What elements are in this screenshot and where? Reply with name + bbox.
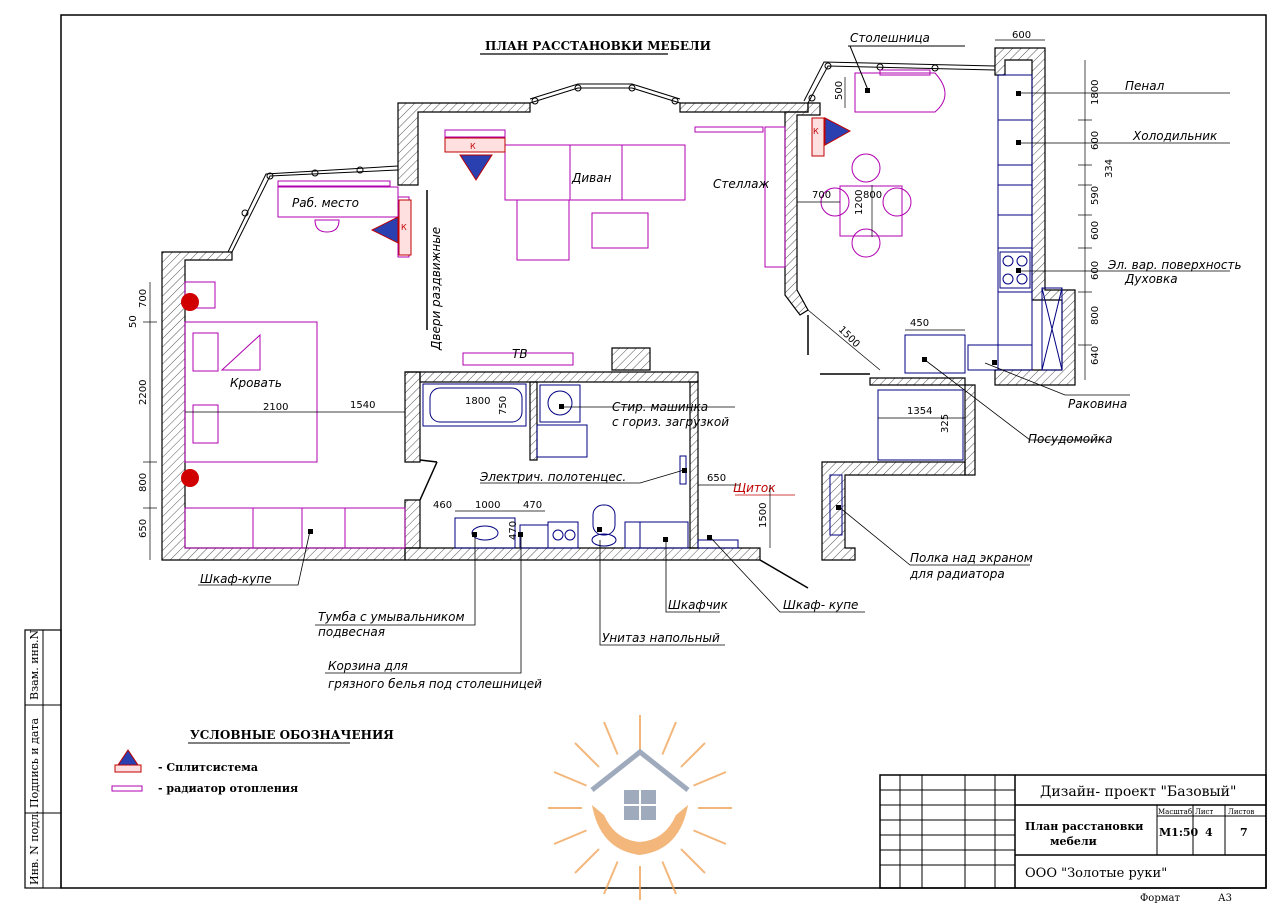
basket-label-2: грязного белья под столешницей xyxy=(328,677,542,691)
legend-item-split: - Сплитсистема xyxy=(158,761,258,774)
dimension-text: 600 xyxy=(1090,131,1101,150)
vanity-label-1: Тумба с умывальником xyxy=(318,610,465,624)
countertop-label: Столешница xyxy=(850,31,930,45)
dimension-text: 650 xyxy=(707,473,726,484)
wardrobe-left-label: Шкаф-купе xyxy=(200,572,272,586)
toilet-label: Унитаз напольный xyxy=(602,631,720,645)
sliding-doors-label: Двери раздвижные xyxy=(429,227,443,351)
plan-title: ПЛАН РАССТАНОВКИ МЕБЕЛИ xyxy=(485,39,711,53)
side-stamp-sign-date: Подпись и дата xyxy=(28,717,41,808)
dimension-text: 1354 xyxy=(907,406,932,417)
dimension-text: 50 xyxy=(128,315,139,328)
washer-label-1: Стир. машинка xyxy=(612,400,708,414)
shield-label: Щиток xyxy=(733,481,776,495)
dimension-text: 800 xyxy=(138,473,149,492)
vanity-label-2: подвесная xyxy=(318,625,385,639)
dimension-text: 1800 xyxy=(465,396,490,407)
dimension-text: 700 xyxy=(812,190,831,201)
kitchen-cabinets xyxy=(422,74,1063,549)
dimension-text: 334 xyxy=(1104,159,1115,178)
dimension-text: 470 xyxy=(508,521,519,540)
sofa-label: Диван xyxy=(571,171,612,185)
bed-label: Кровать xyxy=(230,376,282,390)
company-logo-watermark xyxy=(548,715,732,900)
dimension-text: 600 xyxy=(1090,261,1101,280)
dimension-text: 450 xyxy=(910,318,929,329)
format-label: Формат xyxy=(1140,893,1180,904)
dimension-text: 1500 xyxy=(758,503,769,528)
dimension-text: 1500 xyxy=(836,324,862,350)
format-value: А3 xyxy=(1218,893,1232,904)
hob-label: Эл. вар. поверхность xyxy=(1107,258,1242,272)
dimension-text: 800 xyxy=(863,190,882,201)
scale-value: М1:50 xyxy=(1159,826,1199,839)
dishwasher-label: Посудомойка xyxy=(1028,432,1113,446)
dimension-lines xyxy=(143,39,1092,560)
leader-dots xyxy=(308,88,1021,542)
company-name: ООО "Золотые руки" xyxy=(1025,866,1167,881)
tv-label: ТВ xyxy=(512,347,528,361)
sheet-frame xyxy=(60,14,1267,889)
dimension-text: 1200 xyxy=(854,190,865,215)
sheet-value: 4 xyxy=(1205,826,1213,839)
dimension-text: 500 xyxy=(834,81,845,100)
sink-label: Раковина xyxy=(1068,397,1127,411)
dimension-text: 460 xyxy=(433,500,452,511)
dimension-text: 325 xyxy=(940,414,951,433)
dimension-text: 650 xyxy=(138,519,149,538)
penal-label: Пенал xyxy=(1125,79,1165,93)
side-stamp: Взам. инв.N Подпись и дата Инв. N подл. xyxy=(24,629,62,889)
dimension-text: 1540 xyxy=(350,400,375,411)
dimension-text: 600 xyxy=(1012,30,1031,41)
dimension-text: К xyxy=(470,142,476,151)
wardrobe-right-label: Шкаф- купе xyxy=(783,598,858,612)
dimension-text: 600 xyxy=(1090,221,1101,240)
basket-label-1: Корзина для xyxy=(328,659,408,673)
shelf-label-2: для радиатора xyxy=(909,567,1005,581)
dimension-text: 800 xyxy=(1090,306,1101,325)
col-sheet: Лист xyxy=(1195,808,1213,816)
col-sheets: Листов xyxy=(1228,808,1255,816)
dimension-text: К xyxy=(813,127,819,136)
dimension-text: 2200 xyxy=(138,380,149,405)
washer-label-2: с гориз. загрузкой xyxy=(612,415,729,429)
col-scale: Масштаб xyxy=(1158,808,1192,816)
windows xyxy=(227,61,996,253)
fridge-label: Холодильник xyxy=(1132,129,1218,143)
sheet-title-2: мебели xyxy=(1050,835,1097,848)
dimension-text: 470 xyxy=(523,500,542,511)
side-stamp-inv-orig: Инв. N подл. xyxy=(28,811,41,885)
workplace-label: Раб. место xyxy=(292,196,359,210)
leader-lines xyxy=(198,92,1230,674)
sheet-title-1: План расстановки xyxy=(1025,820,1143,833)
project-title: Дизайн- проект "Базовый" xyxy=(1040,784,1236,800)
split-units: К К К xyxy=(181,117,852,487)
side-stamp-inv-sub: Взам. инв.N xyxy=(28,629,41,700)
legend: УСЛОВНЫЕ ОБОЗНАЧЕНИЯ - Сплитсистема - ра… xyxy=(111,728,394,795)
sheets-value: 7 xyxy=(1240,826,1248,839)
oven-label: Духовка xyxy=(1124,272,1178,286)
dimension-text: 750 xyxy=(498,396,509,415)
towel-label: Электрич. полотенцес. xyxy=(479,470,626,484)
legend-title: УСЛОВНЫЕ ОБОЗНАЧЕНИЯ xyxy=(190,728,394,742)
dimension-text: 640 xyxy=(1090,346,1101,365)
shelving-label: Стеллаж xyxy=(713,177,769,191)
legend-item-radiator: - радиатор отопления xyxy=(158,782,298,795)
dimension-text: 2100 xyxy=(263,402,288,413)
shelf-label-1: Полка над экраном xyxy=(910,551,1033,565)
dimension-text: К xyxy=(401,223,407,232)
cabinet-label: Шкафчик xyxy=(668,598,729,612)
title-block xyxy=(879,774,1267,889)
dimension-text: 1800 xyxy=(1090,80,1101,105)
dimension-text: 1000 xyxy=(475,500,500,511)
door-lines xyxy=(419,190,870,589)
dimension-text: 700 xyxy=(138,289,149,308)
dimension-text: 590 xyxy=(1090,186,1101,205)
